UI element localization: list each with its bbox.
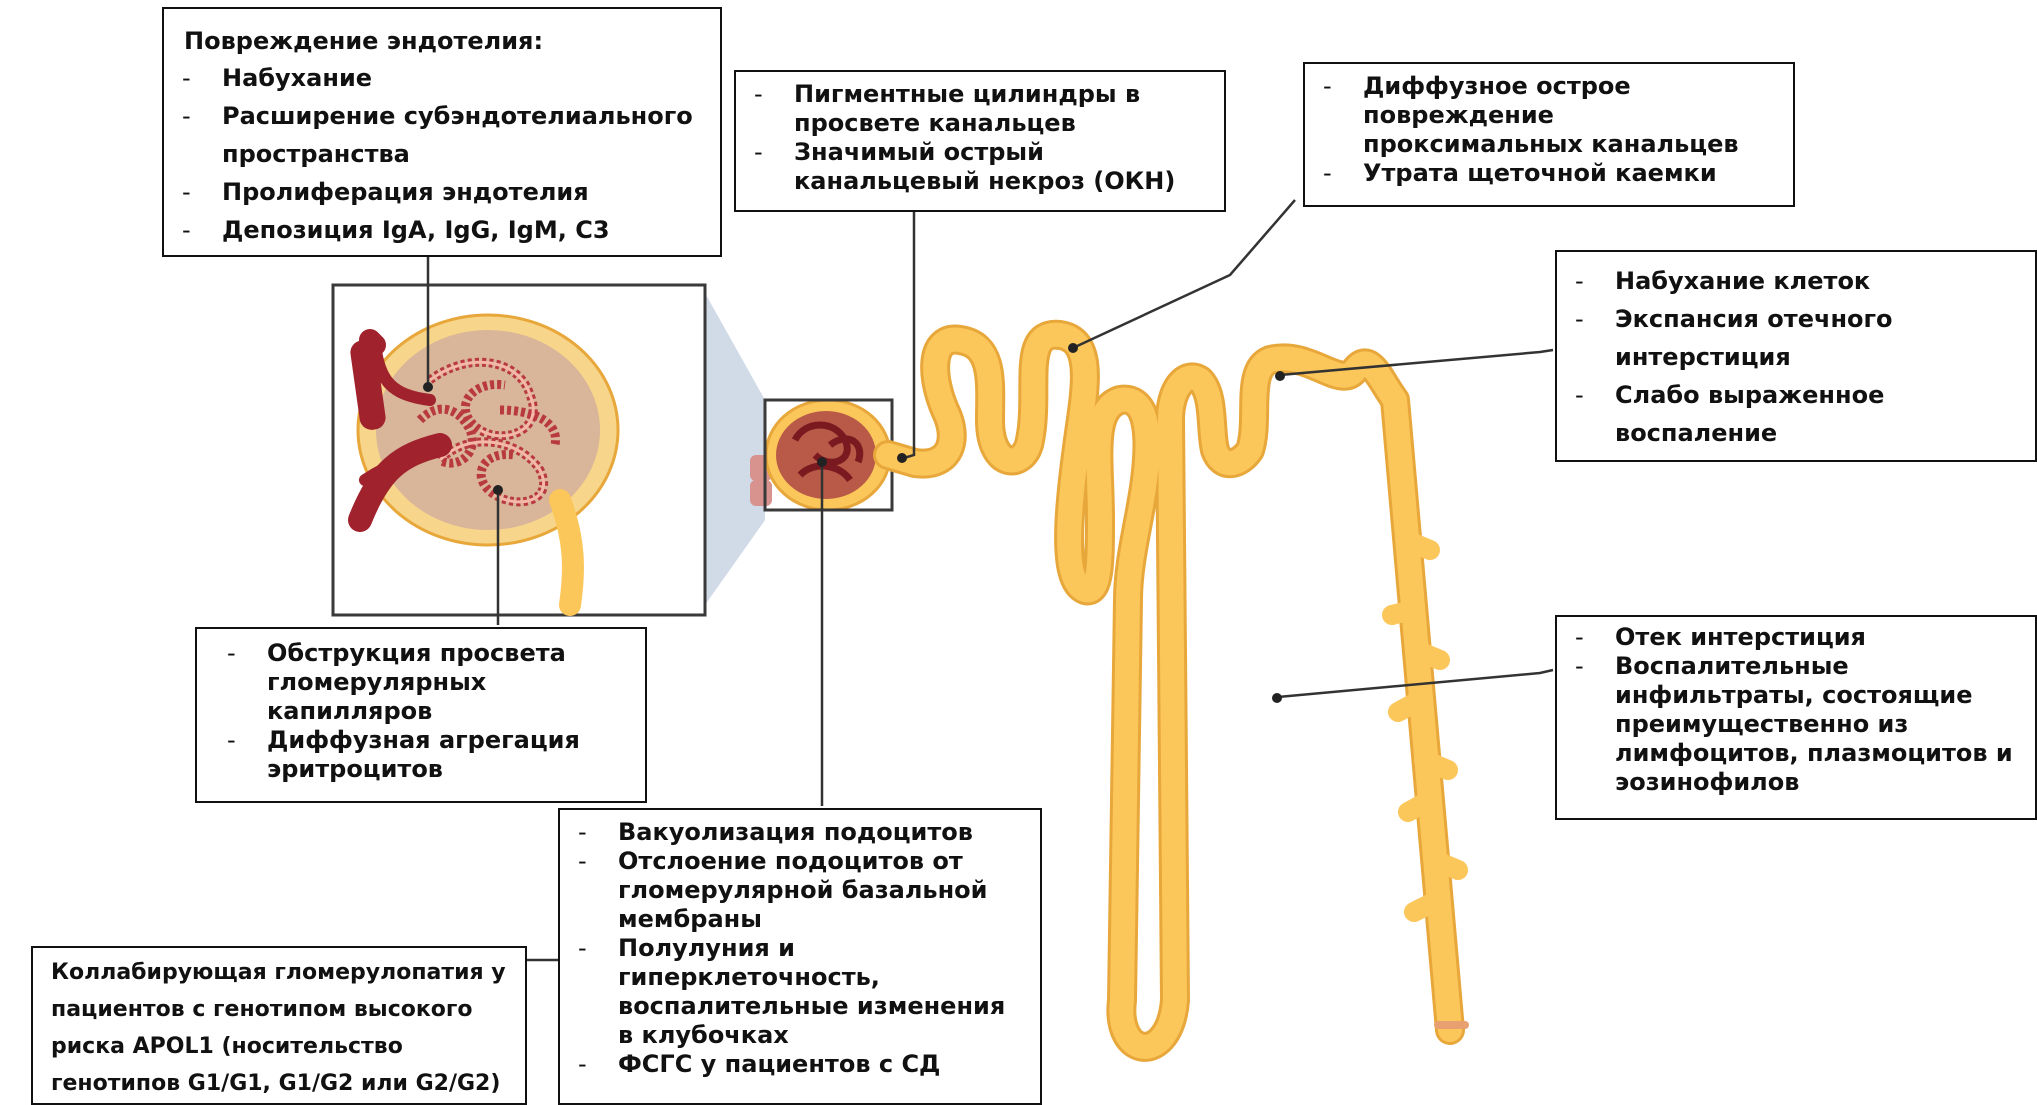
- endothelium-item: Расширение субэндотелиального пространст…: [164, 97, 706, 173]
- cells-item: Набухание клеток: [1557, 262, 2023, 300]
- glomerulus-zoom-view: [333, 285, 705, 615]
- proximal-tubule-box: Диффузное острое повреждение проксимальн…: [1303, 62, 1795, 207]
- podocytes-box: Вакуолизация подоцитов Отслоение подоцит…: [558, 808, 1042, 1105]
- endothelium-item: Набухание: [164, 59, 706, 97]
- glomerular-lumen-item: Обструкция просвета гломерулярных капилл…: [209, 639, 633, 726]
- endothelium-item: Пролиферация эндотелия: [164, 173, 706, 211]
- pigment-item: Пигментные цилиндры в просвете канальцев: [736, 80, 1212, 138]
- apol1-text: Коллабирующая гломерулопатия у пациентов…: [33, 948, 525, 1102]
- interstitium-item: Отек интерстиция: [1557, 623, 2023, 652]
- interstitium-item: Воспалительные инфильтраты, состоящие пр…: [1557, 652, 2023, 797]
- podocytes-item: Отслоение подоцитов от гломерулярной баз…: [560, 847, 1028, 934]
- endothelium-damage-box: Повреждение эндотелия: Набухание Расшире…: [162, 7, 722, 257]
- glomerular-lumen-item: Диффузная агрегация эритроцитов: [209, 726, 633, 784]
- proximal-item: Диффузное острое повреждение проксимальн…: [1305, 72, 1781, 159]
- pigment-casts-box: Пигментные цилиндры в просвете канальцев…: [734, 70, 1226, 212]
- endothelium-item: Депозиция IgA, IgG, IgM, C3: [164, 211, 706, 249]
- apol1-box: Коллабирующая гломерулопатия у пациентов…: [31, 946, 527, 1105]
- glomerular-lumen-box: Обструкция просвета гломерулярных капилл…: [195, 627, 647, 803]
- cells-item: Экспансия отечного интерстиция: [1557, 300, 2023, 376]
- cell-swelling-box: Набухание клеток Экспансия отечного инте…: [1555, 250, 2037, 462]
- zoom-wedge: [705, 293, 765, 605]
- pigment-item: Значимый острый канальцевый некроз (ОКН): [736, 138, 1212, 196]
- cells-item: Слабо выраженное воспаление: [1557, 376, 2023, 452]
- endothelium-heading: Повреждение эндотелия:: [184, 23, 706, 59]
- podocytes-item: ФСГС у пациентов с СД: [560, 1050, 1028, 1079]
- podocytes-item: Полулуния и гиперклеточность, воспалител…: [560, 934, 1028, 1050]
- interstitium-box: Отек интерстиция Воспалительные инфильтр…: [1555, 615, 2037, 820]
- podocytes-item: Вакуолизация подоцитов: [560, 818, 1028, 847]
- proximal-item: Утрата щеточной каемки: [1305, 159, 1781, 188]
